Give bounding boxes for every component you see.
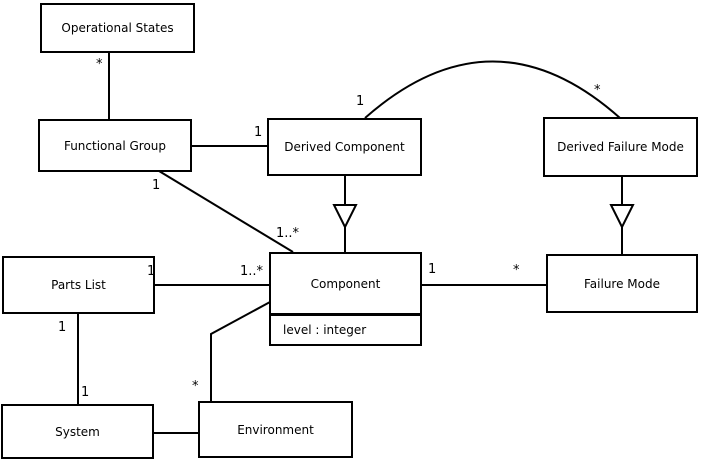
class-box-parts-list[interactable]: Parts List	[2, 256, 155, 314]
class-name: Component	[310, 276, 381, 291]
class-box-failure-mode[interactable]: Failure Mode	[546, 254, 698, 313]
class-box-derived-failure-mode[interactable]: Derived Failure Mode	[543, 117, 698, 177]
class-name-compartment: Component	[271, 254, 420, 316]
class-name: Environment	[237, 422, 314, 437]
class-box-derived-component[interactable]: Derived Component	[267, 118, 422, 176]
multiplicity-derived-component-end: 1	[254, 125, 263, 140]
multiplicity-component-end-right: 1	[428, 262, 437, 277]
generalization-arrow-failure-mode	[609, 204, 635, 230]
multiplicity-parts-list-end-right: 1	[147, 264, 156, 279]
multiplicity-system-end: 1	[81, 385, 90, 400]
class-name: Parts List	[51, 278, 106, 292]
class-box-functional-group[interactable]: Functional Group	[38, 119, 192, 172]
edge-component-environment[interactable]	[210, 301, 271, 402]
multiplicity-arc-derived-component-end: 1	[356, 94, 365, 109]
class-name: Derived Component	[284, 140, 405, 154]
class-name: System	[55, 424, 100, 439]
generalization-arrow-component	[332, 204, 358, 230]
edge-derived-component-derived-failure-mode[interactable]	[364, 60, 621, 119]
class-name: Failure Mode	[584, 276, 660, 291]
class-attributes-compartment: level : integer	[271, 316, 420, 344]
multiplicity-component-end-left: 1..*	[240, 264, 264, 279]
class-box-environment[interactable]: Environment	[198, 401, 353, 458]
multiplicity-parts-list-end-bottom: 1	[58, 320, 67, 335]
multiplicity-environment-end: *	[192, 379, 199, 394]
class-box-system[interactable]: System	[1, 404, 154, 459]
multiplicity-operational-states-end: *	[96, 57, 103, 72]
multiplicity-component-end-diagonal: 1..*	[276, 226, 300, 241]
class-name: Functional Group	[63, 138, 167, 153]
edge-functional-group-component[interactable]	[158, 170, 294, 253]
class-box-operational-states[interactable]: Operational States	[40, 3, 195, 53]
multiplicity-arc-derived-failure-mode-end: *	[594, 83, 601, 98]
multiplicity-failure-mode-end: *	[513, 263, 520, 278]
multiplicity-functional-group-end: 1	[152, 178, 161, 193]
class-name: Derived Failure Mode	[557, 140, 684, 154]
class-name: Operational States	[61, 21, 174, 35]
class-attribute: level : integer	[283, 323, 367, 337]
class-box-component[interactable]: Component level : integer	[269, 252, 422, 346]
